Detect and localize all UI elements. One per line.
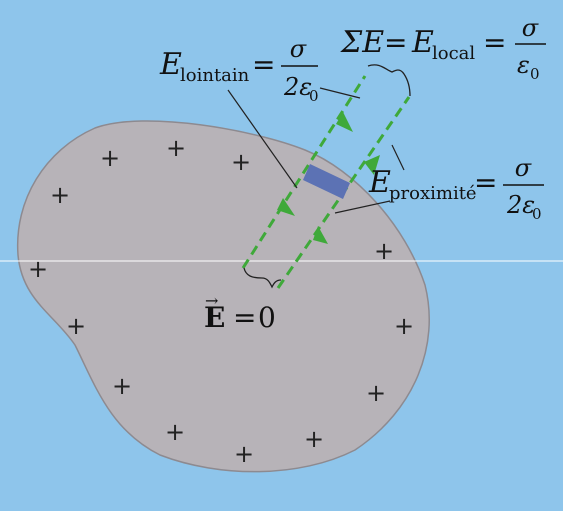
plus-sign: + [394,312,414,340]
field-line-left [241,75,367,269]
sum-e-prefix: ΣE [340,25,384,60]
denominator: 2ε [283,73,312,101]
arrow-up-head [364,155,380,175]
plus-sign: + [231,148,251,176]
equals-sign: = [252,48,275,81]
symbol-e: E [411,25,434,60]
numerator-sigma: σ [290,35,307,63]
label-e-inside: E → = 0 [204,291,276,334]
leader-lointain [227,89,298,189]
plus-sign: + [234,440,254,468]
plus-sign: + [66,312,86,340]
plus-sign: + [28,255,48,283]
plus-sign: + [50,181,70,209]
symbol-e: E [159,47,182,82]
equals-sign: = [483,26,506,59]
subscript: lointain [180,65,250,86]
denominator: ε [517,51,530,79]
surface-element [303,164,350,199]
numerator-sigma: σ [522,14,539,42]
arrow-down-head [313,226,328,244]
label-sum-e: ΣE = E local = σ ε 0 [340,14,546,83]
plus-sign: + [304,425,324,453]
arrow-up-head [336,112,353,132]
symbol-e: E [368,165,391,200]
label-e-proximite: E proximité = σ 2ε 0 [368,154,544,223]
conductor-body [16,120,430,473]
label-e-lointain: E lointain = σ 2ε 0 [159,35,319,105]
vector-arrow: → [205,291,218,310]
brace-top [367,64,411,97]
denominator-subscript: 0 [530,65,540,83]
leader-lointain-2 [319,87,361,99]
plus-sign: + [112,372,132,400]
vector-e: E [204,301,225,334]
leader-proximite-2 [334,200,391,214]
subscript: proximité [389,183,477,204]
denominator: 2ε [506,191,535,219]
denominator-subscript: 0 [532,205,542,223]
leader-proximite [391,144,405,171]
plus-sign: + [166,134,186,162]
surface-charges: + + + + + + + + + + + + + [28,134,414,468]
plus-sign: + [366,379,386,407]
equals-sign: = [233,301,256,334]
denominator-subscript: 0 [309,87,319,105]
subscript: local [432,43,475,64]
plus-sign: + [100,144,120,172]
brace-bottom [243,267,282,289]
numerator-sigma: σ [515,154,532,182]
equals-sign: = [474,166,497,199]
equals-sign: = [384,26,407,59]
plus-sign: + [374,237,394,265]
value-zero: 0 [258,301,276,334]
plus-sign: + [165,418,185,446]
arrow-up-head [277,198,295,216]
